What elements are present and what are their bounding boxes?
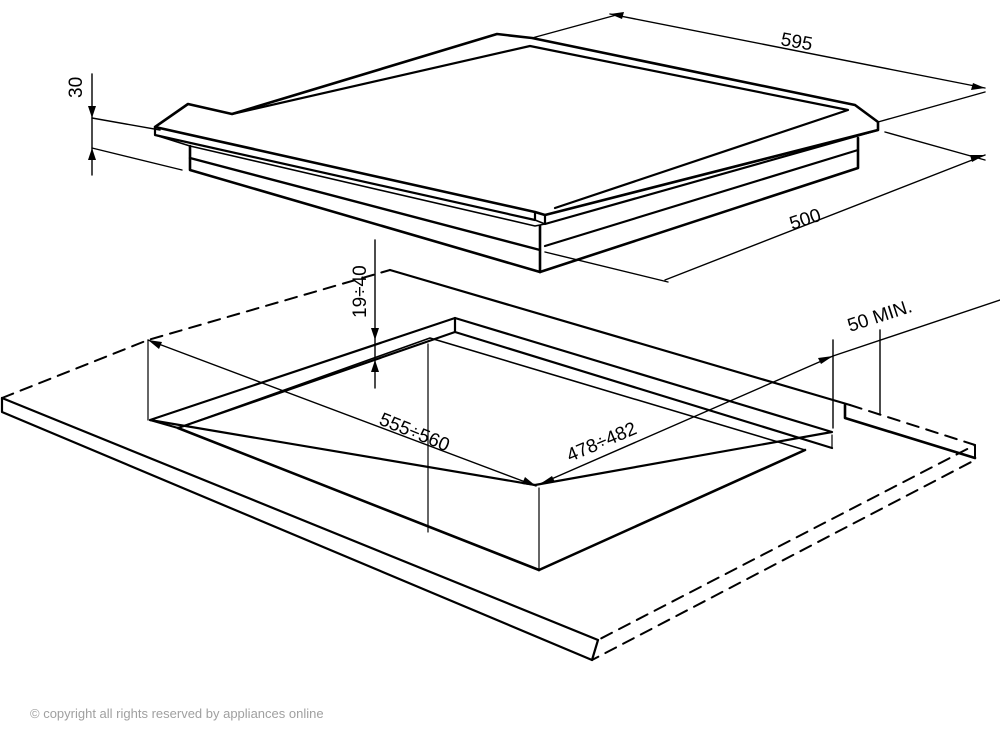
cutout-bottom-front bbox=[176, 426, 541, 572]
label-500: 500 bbox=[787, 205, 824, 235]
label-19-40: 19÷40 bbox=[350, 265, 371, 318]
hob-body-right bbox=[538, 136, 860, 274]
dim-555-560-line bbox=[147, 339, 537, 487]
dim-595-ext-left bbox=[531, 13, 621, 39]
dim-595-line bbox=[609, 13, 986, 89]
hob-body-right-inner bbox=[543, 148, 860, 248]
dim-500-ext bbox=[884, 131, 986, 161]
dim-595-ext-right bbox=[877, 91, 986, 123]
watermark-text: © copyright all rights reserved by appli… bbox=[30, 706, 324, 721]
label-555-560: 555÷560 bbox=[376, 409, 452, 456]
worktop-front-bottom bbox=[0, 396, 594, 662]
worktop-front-top bbox=[0, 396, 600, 642]
cutout-top-outline bbox=[148, 316, 834, 487]
label-595: 595 bbox=[779, 29, 814, 55]
hob-glass-edge bbox=[230, 44, 850, 210]
worktop-right-lower-dashed bbox=[591, 444, 976, 661]
label-30: 30 bbox=[66, 77, 87, 98]
worktop-back-edge bbox=[388, 268, 852, 407]
cutout-bottom-right bbox=[537, 448, 807, 572]
dim-478-482-line bbox=[539, 355, 834, 485]
hob-top-surface bbox=[153, 32, 880, 217]
cabinet-back-edge bbox=[843, 403, 977, 460]
cutout-inner-back bbox=[177, 337, 806, 451]
cutout-left-wall bbox=[148, 330, 457, 430]
dim-500-ext-left bbox=[544, 251, 669, 283]
dim-500-line bbox=[664, 154, 986, 281]
dim-30-ext-bottom bbox=[91, 147, 183, 171]
dimension-lines bbox=[88, 12, 1000, 487]
dim-30-ext-top bbox=[91, 117, 161, 131]
label-478-482: 478÷482 bbox=[564, 418, 640, 466]
cutout bbox=[147, 316, 977, 572]
hob-frame-corner bbox=[534, 211, 546, 225]
hob-body-front-inner bbox=[188, 156, 542, 252]
worktop-back-left-dashed bbox=[1, 269, 391, 399]
worktop-corner bbox=[590, 638, 600, 662]
dim-50-min-leader bbox=[832, 299, 1000, 357]
hob-unit bbox=[153, 32, 880, 274]
worktop bbox=[0, 268, 976, 662]
